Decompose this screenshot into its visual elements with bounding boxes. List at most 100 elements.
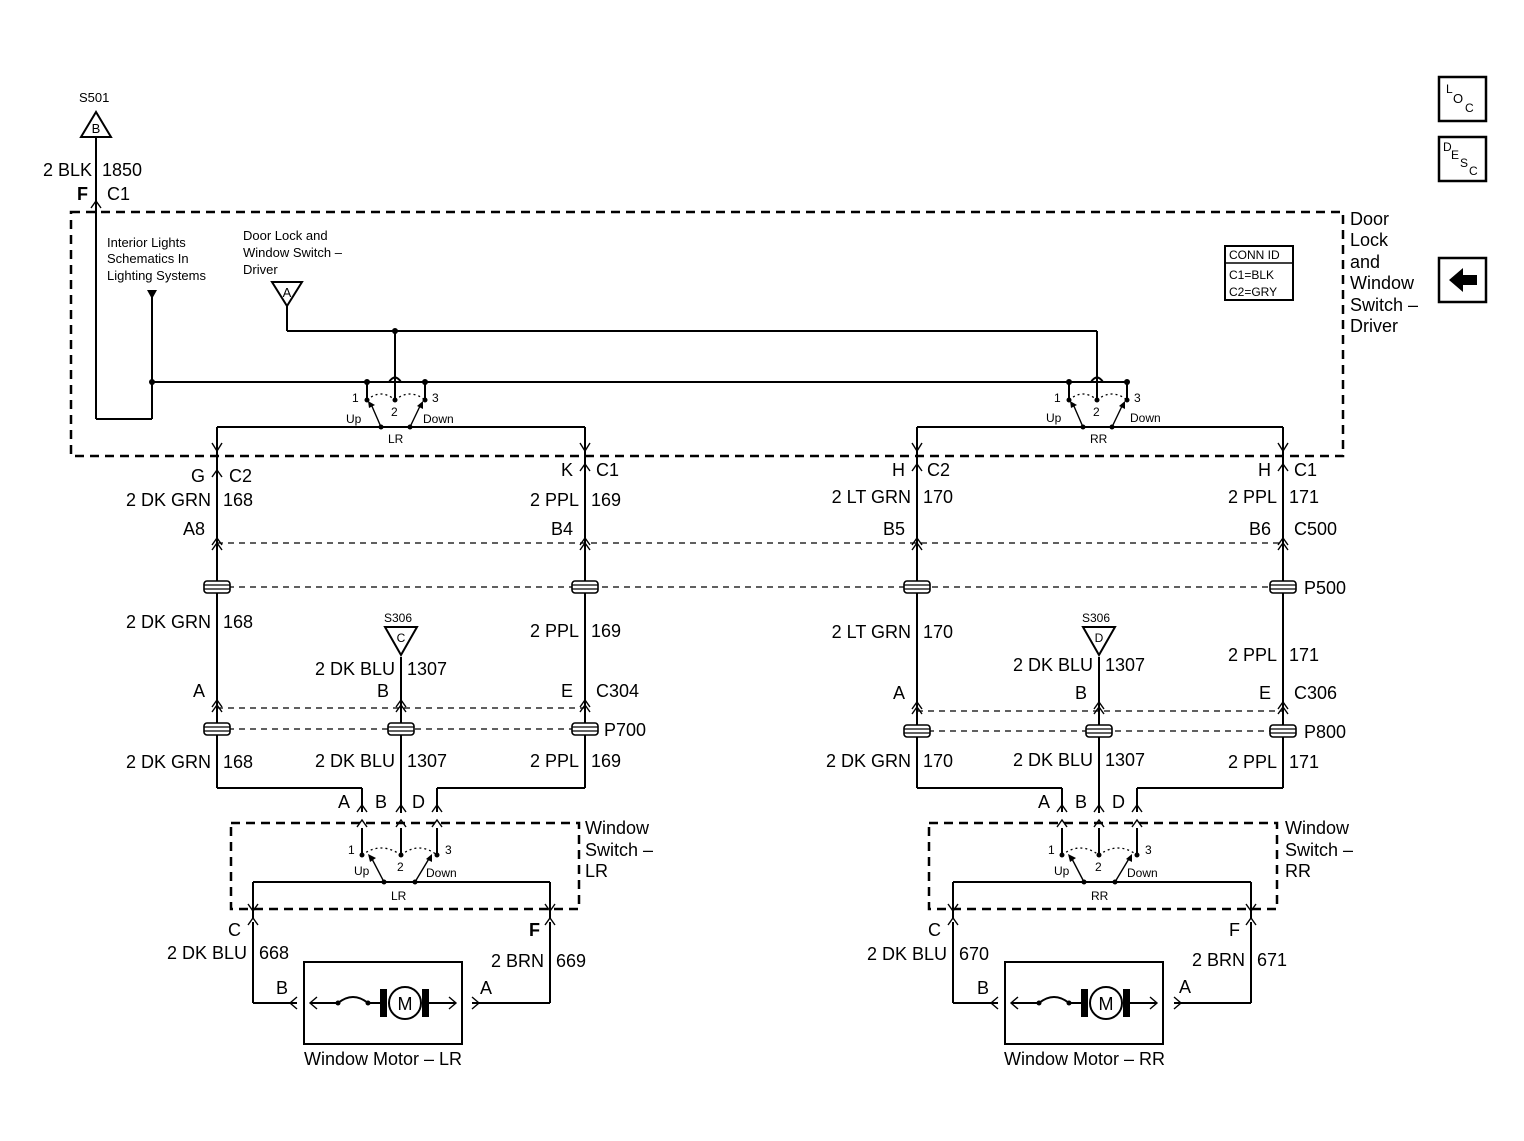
ground-arrow-icon (147, 290, 157, 299)
svg-text:2 BRN: 2 BRN (491, 951, 544, 971)
svg-text:B: B (977, 978, 989, 998)
svg-text:D: D (412, 792, 425, 812)
feed-pin: F (77, 184, 88, 204)
svg-text:Switch –: Switch – (585, 840, 653, 860)
svg-text:RR: RR (1285, 861, 1311, 881)
svg-text:C2=GRY: C2=GRY (1229, 285, 1277, 299)
svg-text:Driver: Driver (1350, 316, 1398, 336)
door-switch-reference: Door Lock and Window Switch – Driver A (243, 228, 343, 308)
svg-text:1: 1 (352, 391, 359, 405)
svg-text:2 PPL: 2 PPL (1228, 645, 1277, 665)
svg-text:1307: 1307 (407, 659, 447, 679)
svg-text:169: 169 (591, 751, 621, 771)
svg-text:Up: Up (1054, 864, 1070, 878)
svg-text:C: C (228, 920, 241, 940)
svg-text:A: A (1179, 977, 1191, 997)
svg-text:Door Lock and: Door Lock and (243, 228, 328, 243)
svg-text:1: 1 (1048, 843, 1055, 857)
feed-wire-color: 2 BLK (43, 160, 92, 180)
splice-s501-label: S501 (79, 90, 109, 105)
svg-text:168: 168 (223, 490, 253, 510)
interior-lights-note: Interior Lights Schematics In Lighting S… (107, 235, 206, 283)
reference-triangle-icon (270, 281, 304, 308)
loc-button[interactable]: L O C (1437, 75, 1488, 123)
svg-text:1: 1 (1054, 391, 1061, 405)
svg-text:2 PPL: 2 PPL (530, 751, 579, 771)
svg-text:C: C (397, 631, 406, 645)
splice-s501-letter: B (92, 121, 101, 136)
splice-s306-d: S306 D (1081, 611, 1117, 658)
svg-text:B: B (375, 792, 387, 812)
driver-switch-rr: 1 2 3 Up Down RR (1046, 375, 1161, 446)
svg-text:F: F (529, 920, 540, 940)
p700-label: P700 (604, 720, 646, 740)
p500-label: P500 (1304, 578, 1346, 598)
svg-text:A: A (1038, 792, 1050, 812)
svg-text:E: E (1259, 683, 1271, 703)
svg-text:LR: LR (388, 432, 404, 446)
svg-text:2 DK GRN: 2 DK GRN (826, 751, 911, 771)
svg-text:171: 171 (1289, 487, 1319, 507)
svg-text:2 DK BLU: 2 DK BLU (867, 944, 947, 964)
svg-text:2 LT GRN: 2 LT GRN (832, 622, 911, 642)
svg-text:B: B (276, 978, 288, 998)
rr-window-switch-boundary (927, 821, 1279, 911)
svg-text:E: E (561, 681, 573, 701)
rr-window-switch-name: Window Switch – RR (1285, 818, 1353, 881)
svg-text:Lock: Lock (1350, 230, 1389, 250)
svg-text:Down: Down (423, 412, 454, 426)
window-motor-rr: M (1004, 961, 1164, 1045)
svg-text:and: and (1350, 252, 1380, 272)
svg-text:671: 671 (1257, 950, 1287, 970)
svg-text:2 BRN: 2 BRN (1192, 950, 1245, 970)
svg-text:S306: S306 (1082, 611, 1110, 625)
svg-text:B6: B6 (1249, 519, 1271, 539)
svg-text:2 DK GRN: 2 DK GRN (126, 752, 211, 772)
svg-text:F: F (1229, 920, 1240, 940)
svg-text:D: D (1095, 631, 1104, 645)
svg-text:2 DK GRN: 2 DK GRN (126, 490, 211, 510)
svg-text:668: 668 (259, 943, 289, 963)
svg-text:A: A (893, 683, 905, 703)
component-name-driver-switch: Door Lock and Window Switch – Driver (1350, 209, 1418, 336)
svg-text:171: 171 (1289, 752, 1319, 772)
svg-text:2 PPL: 2 PPL (1228, 752, 1277, 772)
conn-id-box: CONN ID C1=BLK C2=GRY (1224, 245, 1294, 301)
svg-text:A: A (338, 792, 350, 812)
svg-text:2: 2 (397, 860, 404, 874)
svg-text:171: 171 (1289, 645, 1319, 665)
svg-text:B: B (1075, 683, 1087, 703)
svg-text:C1: C1 (1294, 460, 1317, 480)
svg-text:Down: Down (1127, 866, 1158, 880)
svg-text:2 DK BLU: 2 DK BLU (315, 659, 395, 679)
desc-button[interactable]: D E S C (1437, 135, 1488, 183)
splice-s501: S501 B (79, 90, 113, 138)
svg-text:Up: Up (354, 864, 370, 878)
feed-wire-circuit: 1850 (102, 160, 142, 180)
svg-text:669: 669 (556, 951, 586, 971)
splice-triangle-icon (1081, 626, 1117, 658)
motor-icon (388, 986, 422, 1020)
c306-label: C306 (1294, 683, 1337, 703)
svg-text:S306: S306 (384, 611, 412, 625)
svg-text:Switch –: Switch – (1350, 295, 1418, 315)
svg-text:2: 2 (1095, 860, 1102, 874)
svg-text:O: O (1453, 91, 1463, 106)
back-button[interactable] (1437, 256, 1488, 304)
svg-text:A: A (480, 978, 492, 998)
svg-text:Lighting Systems: Lighting Systems (107, 268, 206, 283)
window-motor-lr: M (303, 961, 463, 1045)
svg-text:2 DK BLU: 2 DK BLU (315, 751, 395, 771)
svg-text:Driver: Driver (243, 262, 278, 277)
left-ppl-conn: C1 (596, 460, 619, 480)
svg-text:169: 169 (591, 490, 621, 510)
svg-text:168: 168 (223, 752, 253, 772)
svg-text:H: H (892, 460, 905, 480)
svg-text:B: B (1075, 792, 1087, 812)
left-ppl-pin: K (561, 460, 573, 480)
lr-window-switch-boundary (229, 821, 581, 911)
svg-text:1307: 1307 (407, 751, 447, 771)
svg-text:2 LT GRN: 2 LT GRN (832, 487, 911, 507)
svg-text:B4: B4 (551, 519, 573, 539)
